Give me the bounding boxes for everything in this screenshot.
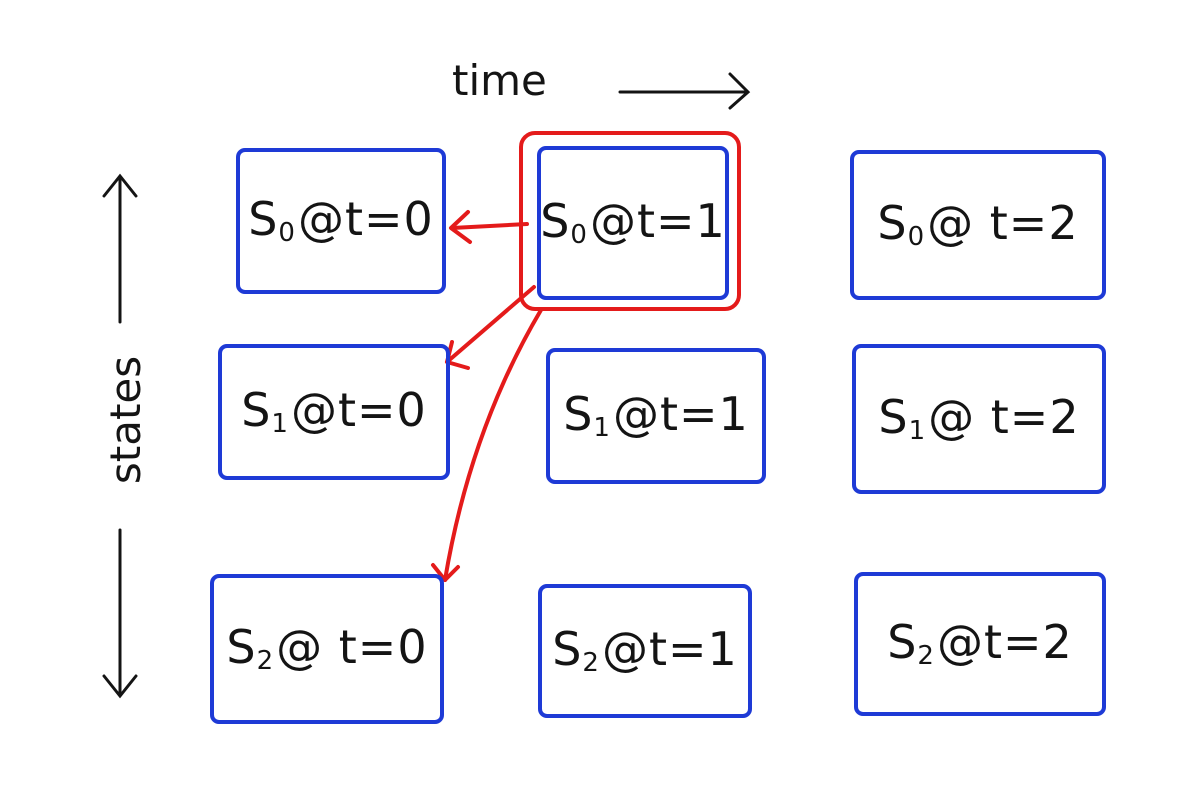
state-box-s0-t2: S0@ t=2 (850, 150, 1106, 300)
state-box-s2-t0: S2@ t=0 (210, 574, 444, 724)
state-box-s0-t0: S0@t=0 (236, 148, 446, 294)
state-label: S2@t=2 (887, 615, 1073, 671)
state-label: S2@ t=0 (226, 620, 428, 676)
state-label: S0@ t=2 (877, 196, 1079, 252)
state-label: S1@t=1 (563, 387, 749, 443)
state-label: S0@t=0 (248, 192, 434, 248)
state-box-s1-t0: S1@t=0 (218, 344, 450, 480)
transition-arrows (431, 210, 543, 582)
state-box-s1-t2: S1@ t=2 (852, 344, 1106, 494)
state-box-s0-t1: S0@t=1 (537, 146, 729, 300)
state-box-s2-t1: S2@t=1 (538, 584, 752, 718)
states-axis-label: states (101, 355, 150, 485)
highlight-frame (519, 131, 741, 311)
state-label: S1@t=0 (241, 383, 427, 439)
state-label: S2@t=1 (552, 622, 738, 678)
time-axis-arrow (618, 72, 751, 110)
state-label: S0@t=1 (540, 194, 726, 250)
states-axis-arrow (102, 173, 138, 699)
state-label: S1@ t=2 (878, 390, 1080, 446)
transition-arrow-s0-t0 (449, 210, 529, 244)
transition-arrow-s1-t0 (445, 285, 536, 370)
time-axis-label: time (452, 56, 547, 105)
transition-arrow-s2-t0 (431, 308, 543, 582)
state-box-s1-t1: S1@t=1 (546, 348, 766, 484)
state-box-s2-t2: S2@t=2 (854, 572, 1106, 716)
